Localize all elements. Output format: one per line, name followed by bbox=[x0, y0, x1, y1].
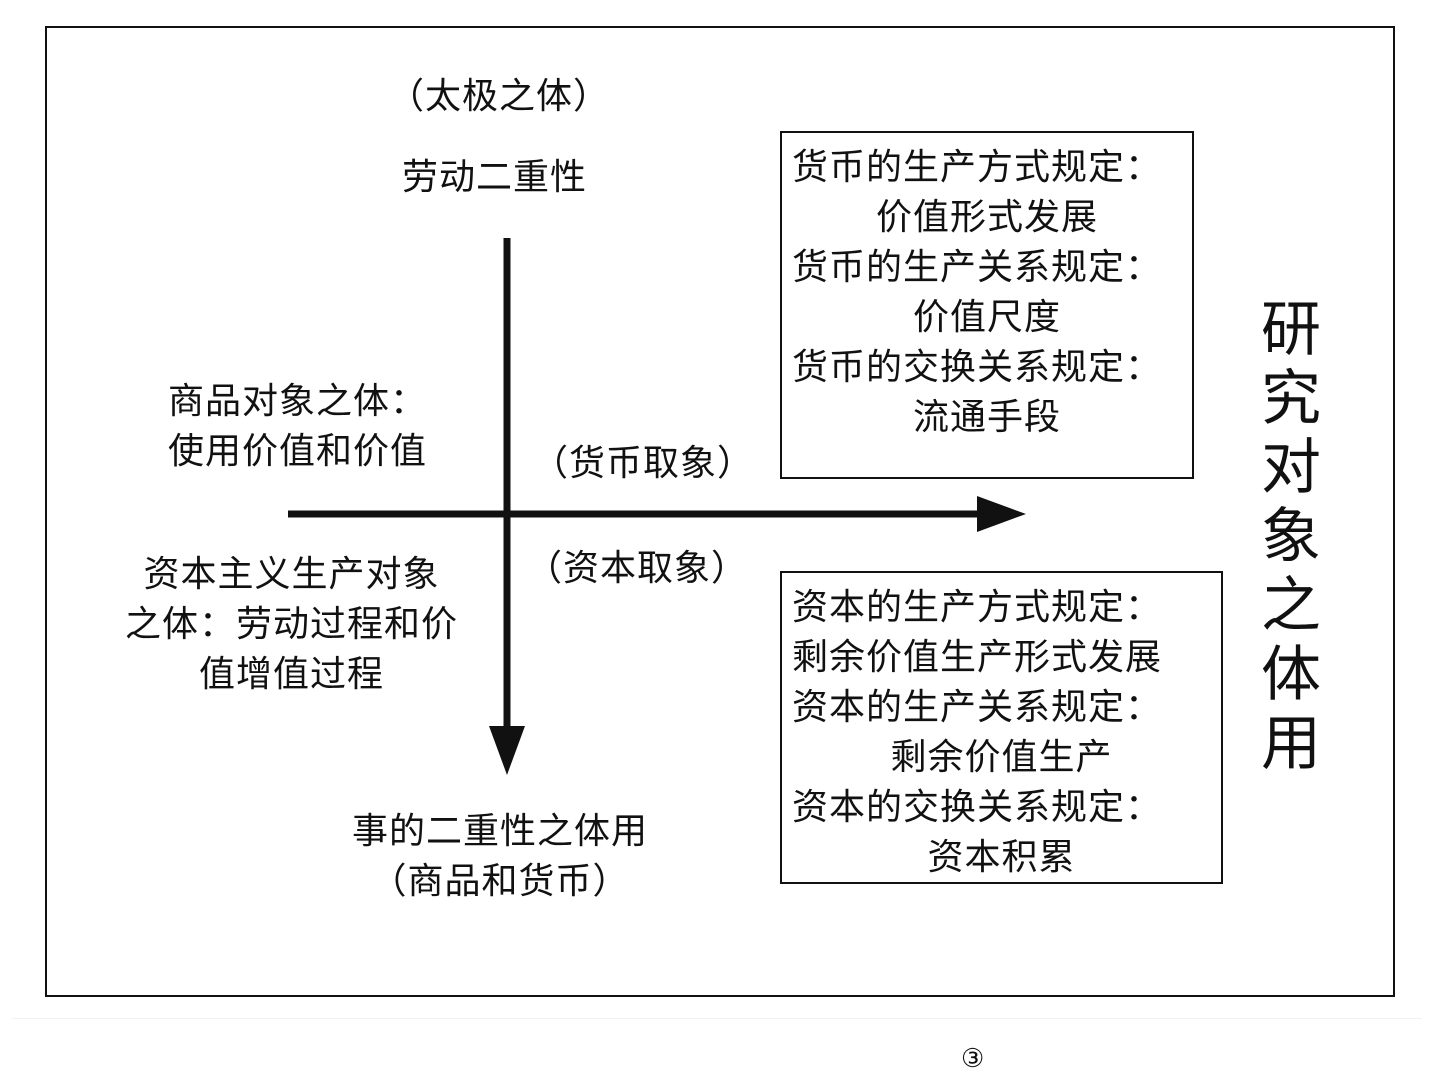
page-separator bbox=[12, 1018, 1422, 1019]
capital-box-line: 剩余价值生产 bbox=[890, 737, 1113, 778]
capital-box-line: 资本的生产关系规定： bbox=[792, 687, 1163, 728]
right-arrowhead bbox=[977, 496, 1026, 532]
down-arrowhead bbox=[489, 726, 525, 775]
money-box-line: 流通手段 bbox=[912, 397, 1061, 438]
commodity-label-line2: 使用价值和价值 bbox=[168, 431, 428, 472]
side-title-vertical: 研究对象之体用 bbox=[1261, 295, 1321, 779]
money-box: 货币的生产方式规定： 价值形式发展 货币的生产关系规定： 价值尺度 货币的交换关… bbox=[780, 131, 1194, 479]
money-box-line: 价值形式发展 bbox=[875, 197, 1098, 238]
capital-production-label-line1: 资本主义生产对象 bbox=[143, 554, 440, 595]
money-box-line: 货币的生产关系规定： bbox=[792, 247, 1163, 288]
capital-box-line: 资本的交换关系规定： bbox=[792, 787, 1163, 828]
money-image-label: （货币取象） bbox=[532, 443, 755, 484]
capital-box-line: 资本的生产方式规定： bbox=[792, 587, 1163, 628]
money-box-line: 货币的交换关系规定： bbox=[792, 347, 1163, 388]
commodity-label-line1: 商品对象之体： bbox=[168, 381, 428, 422]
labor-duality-label: 劳动二重性 bbox=[402, 157, 588, 198]
bottom-label-line1: 事的二重性之体用 bbox=[351, 811, 648, 852]
money-box-line: 货币的生产方式规定： bbox=[792, 147, 1163, 188]
capital-production-label-line2: 之体：劳动过程和价 bbox=[124, 604, 458, 645]
diagram-frame bbox=[45, 26, 1395, 997]
capital-box: 资本的生产方式规定： 剩余价值生产形式发展 资本的生产关系规定： 剩余价值生产 … bbox=[780, 571, 1223, 884]
capital-box-line: 资本积累 bbox=[927, 837, 1076, 878]
capital-box-line: 剩余价值生产形式发展 bbox=[792, 637, 1163, 678]
taiji-label: （太极之体） bbox=[388, 76, 611, 117]
page-number-mark: ③ bbox=[961, 1044, 985, 1074]
bottom-label-line2: （商品和货币） bbox=[370, 861, 630, 902]
capital-image-label: （资本取象） bbox=[526, 548, 749, 589]
money-box-line: 价值尺度 bbox=[912, 297, 1061, 338]
capital-production-label-line3: 值增值过程 bbox=[198, 654, 384, 695]
